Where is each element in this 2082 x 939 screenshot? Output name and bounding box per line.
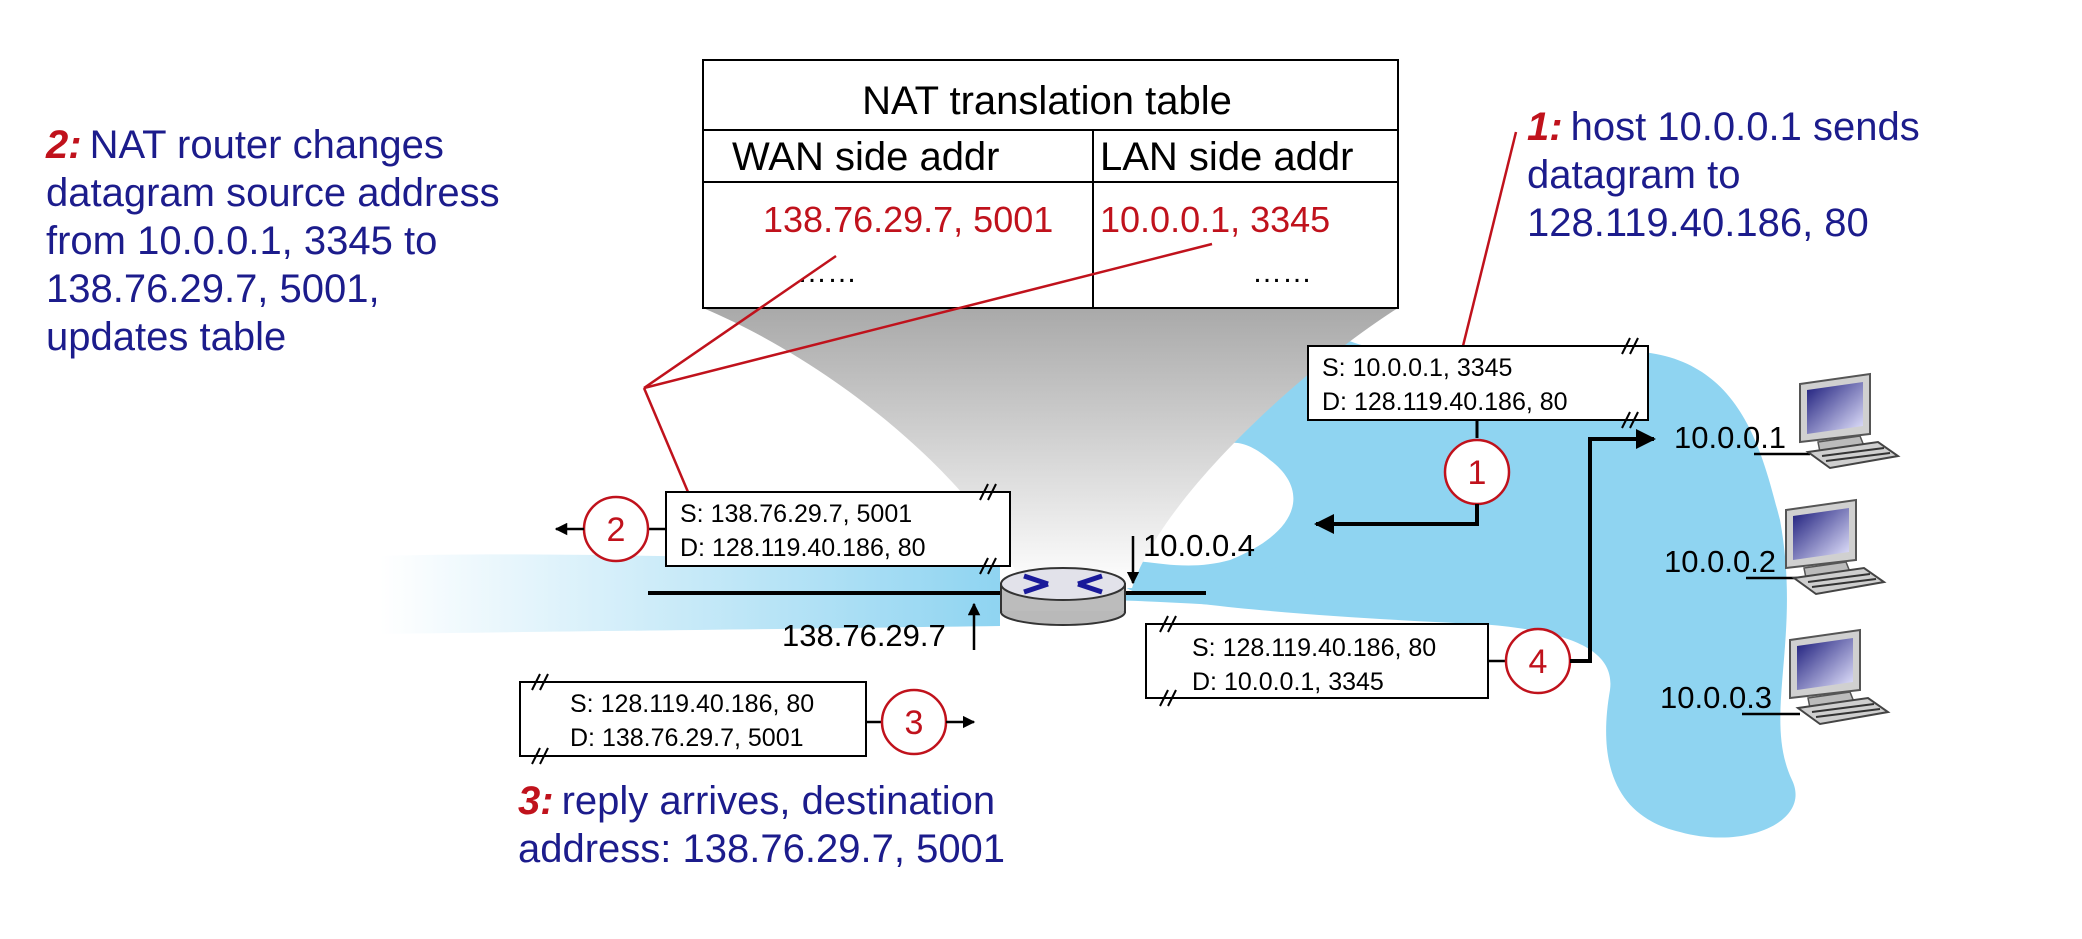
router-lan-addr: 10.0.0.4 [1143, 528, 1255, 563]
host-2-addr: 10.0.0.2 [1664, 544, 1776, 579]
computer-icon [1785, 499, 1885, 595]
computer-icon [1789, 629, 1889, 725]
step-4: 4 [1504, 627, 1572, 695]
step-1: 1 [1443, 438, 1511, 506]
packet-1-src: S: 10.0.0.1, 3345 [1322, 354, 1512, 382]
step-2: 2 [582, 495, 650, 563]
nat-table-title: NAT translation table [862, 79, 1232, 123]
svg-text:datagram source address: datagram source address [46, 171, 500, 215]
nat-table-col-lan: LAN side addr [1100, 135, 1353, 179]
packet-2-src: S: 138.76.29.7, 5001 [680, 500, 912, 528]
note-2: 2:NAT router changes datagram source add… [45, 123, 500, 359]
packet-3-src: S: 128.119.40.186, 80 [570, 690, 814, 718]
svg-text:138.76.29.7, 5001,: 138.76.29.7, 5001, [46, 267, 380, 311]
packet-3-dst: D: 138.76.29.7, 5001 [570, 724, 804, 752]
svg-text:3:reply arrives, destination: 3:reply arrives, destination [518, 779, 995, 823]
nat-table-row-lan: 10.0.0.1, 3345 [1100, 199, 1330, 240]
svg-text:4: 4 [1529, 643, 1548, 681]
nat-table-dots-lan: …… [1252, 256, 1312, 289]
packet-1-dst: D: 128.119.40.186, 80 [1322, 388, 1568, 416]
svg-text:128.119.40.186, 80: 128.119.40.186, 80 [1527, 201, 1869, 245]
svg-text:datagram to: datagram to [1527, 153, 1740, 197]
svg-text:2:NAT router changes: 2:NAT router changes [45, 123, 444, 167]
note-1: 1:host 10.0.0.1 sends datagram to 128.11… [1527, 105, 1920, 245]
lan-cloud [1116, 312, 1796, 838]
note-3: 3:reply arrives, destination address: 13… [518, 779, 1005, 871]
step-3: 3 [880, 688, 948, 756]
packet-2: S: 138.76.29.7, 5001 D: 128.119.40.186, … [665, 483, 1011, 575]
packet-4-dst: D: 10.0.0.1, 3345 [1192, 668, 1384, 696]
host-1: 10.0.0.1 [1674, 373, 1899, 469]
svg-text:1: 1 [1468, 454, 1487, 492]
computer-icon [1799, 373, 1899, 469]
svg-text:from 10.0.0.1, 3345 to: from 10.0.0.1, 3345 to [46, 219, 437, 263]
packet-4-src: S: 128.119.40.186, 80 [1192, 634, 1436, 662]
nat-table-col-wan: WAN side addr [732, 135, 1000, 179]
nat-table-row-wan: 138.76.29.7, 5001 [763, 199, 1053, 240]
packet-4: S: 128.119.40.186, 80 D: 10.0.0.1, 3345 [1145, 615, 1489, 707]
packet-1: S: 10.0.0.1, 3345 D: 128.119.40.186, 80 [1307, 337, 1649, 438]
step-4-arrow [1570, 429, 1656, 663]
packet-2-dst: D: 128.119.40.186, 80 [680, 534, 926, 562]
svg-text:updates table: updates table [46, 315, 286, 359]
router-icon [1000, 567, 1126, 626]
router-wan-addr: 138.76.29.7 [782, 618, 946, 653]
host-1-addr: 10.0.0.1 [1674, 420, 1786, 455]
svg-text:2: 2 [607, 511, 626, 549]
zoom-funnel [703, 308, 1398, 588]
note2-pointers [642, 242, 1213, 493]
note1-pointer [1460, 131, 1518, 351]
svg-text:address: 138.76.29.7, 5001: address: 138.76.29.7, 5001 [518, 827, 1005, 871]
host-3-addr: 10.0.0.3 [1660, 680, 1772, 715]
host-3: 10.0.0.3 [1660, 629, 1889, 725]
svg-text:3: 3 [905, 704, 924, 742]
step-1-arrow [1314, 504, 1479, 534]
svg-text:1:host 10.0.0.1 sends: 1:host 10.0.0.1 sends [1527, 105, 1920, 149]
nat-table: NAT translation table WAN side addr LAN … [702, 59, 1399, 309]
packet-3: S: 128.119.40.186, 80 D: 138.76.29.7, 50… [519, 673, 867, 765]
host-2: 10.0.0.2 [1664, 499, 1885, 595]
lan-link-cloud [1110, 560, 1320, 612]
